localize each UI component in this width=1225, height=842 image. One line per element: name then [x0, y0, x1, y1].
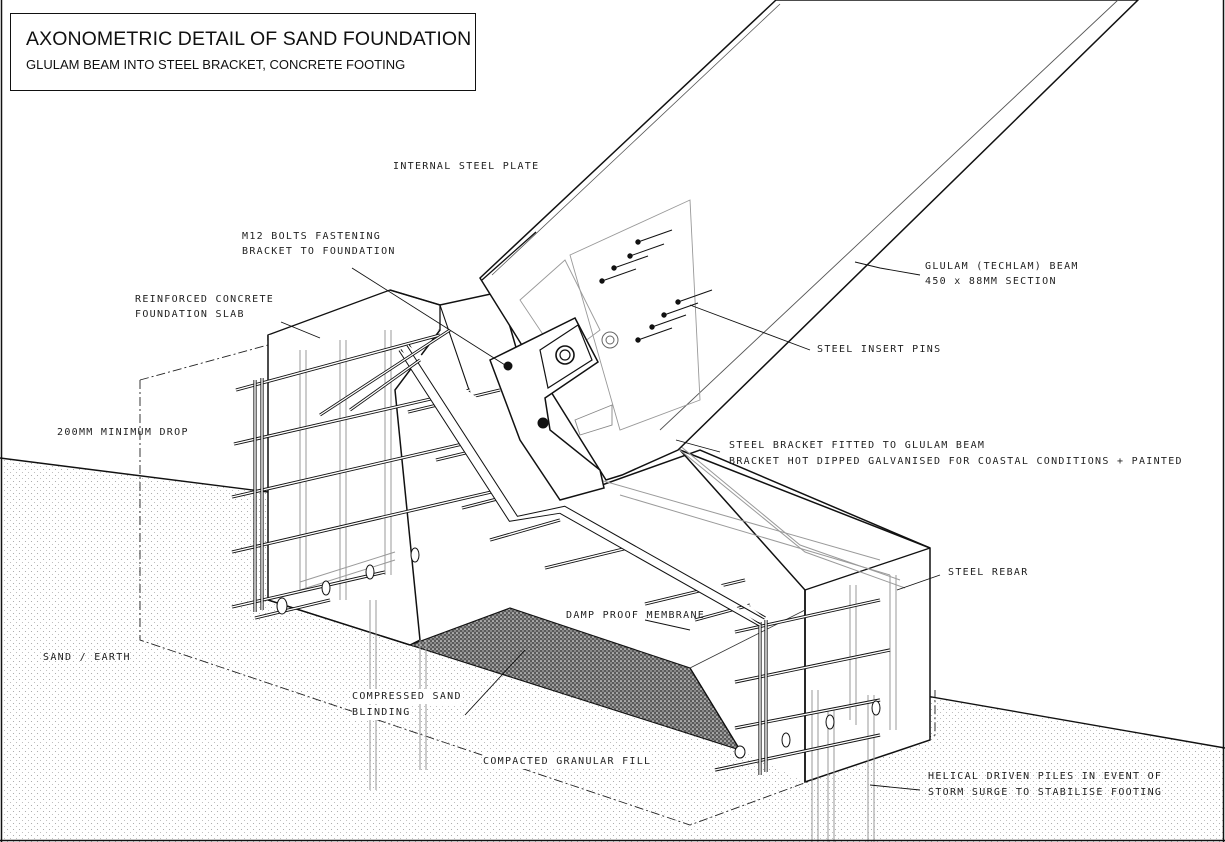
label-piles-line1: HELICAL DRIVEN PILES IN EVENT OF: [928, 771, 1163, 782]
label-blinding-line1: COMPRESSED SAND: [352, 689, 462, 704]
glulam-beam: [479, 0, 1140, 481]
drawing-title: AXONOMETRIC DETAIL OF SAND FOUNDATION: [26, 28, 472, 50]
label-internal-steel-plate: INTERNAL STEEL PLATE: [393, 161, 540, 172]
label-damp-proof-membrane: DAMP PROOF MEMBRANE: [566, 610, 706, 621]
label-glulam-line1: GLULAM (TECHLAM) BEAM: [925, 261, 1079, 272]
label-steel-rebar: STEEL REBAR: [948, 567, 1029, 578]
label-bracket-line2: BRACKET HOT DIPPED GALVANISED FOR COASTA…: [729, 456, 1183, 467]
drawing-subtitle: GLULAM BEAM INTO STEEL BRACKET, CONCRETE…: [26, 57, 406, 72]
label-glulam-line2: 450 x 88MM SECTION: [925, 276, 1057, 287]
label-sand-earth: SAND / EARTH: [43, 652, 131, 663]
excavation-outline: [139, 380, 936, 826]
label-minimum-drop: 200MM MINIMUM DROP: [57, 427, 189, 438]
label-slab-line2: FOUNDATION SLAB: [135, 309, 245, 320]
sand-ground: [0, 458, 1225, 842]
label-granular-fill: COMPACTED GRANULAR FILL: [483, 754, 652, 769]
label-m12-bolts-line2: BRACKET TO FOUNDATION: [242, 246, 396, 257]
label-bracket-line1: STEEL BRACKET FITTED TO GLULAM BEAM: [729, 440, 986, 451]
pile-caps: [276, 547, 881, 759]
title-block: AXONOMETRIC DETAIL OF SAND FOUNDATION GL…: [10, 13, 476, 91]
label-m12-bolts-line1: M12 BOLTS FASTENING: [242, 231, 382, 242]
label-slab-line1: REINFORCED CONCRETE: [135, 294, 275, 305]
label-piles-line2: STORM SURGE TO STABILISE FOOTING: [928, 787, 1163, 798]
leader-lines: [280, 261, 941, 791]
steel-insert-pins: [599, 229, 713, 343]
label-blinding-line2: BLINDING: [352, 705, 411, 720]
steel-bracket: [489, 317, 619, 501]
label-steel-insert-pins: STEEL INSERT PINS: [817, 344, 942, 355]
